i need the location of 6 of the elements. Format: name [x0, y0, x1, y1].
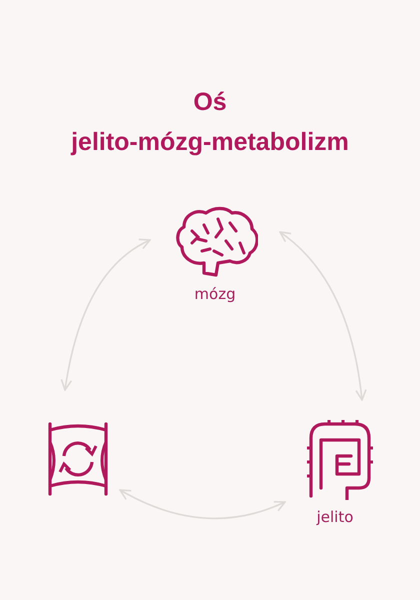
node-label: jelito — [316, 508, 354, 526]
curved-double-arrow — [279, 231, 367, 401]
diagram-title: Oś jelito-mózg-metabolizm — [70, 87, 350, 158]
curved-double-arrow — [119, 489, 286, 520]
curved-double-arrow — [60, 239, 151, 391]
node-label: mózg — [194, 285, 236, 303]
